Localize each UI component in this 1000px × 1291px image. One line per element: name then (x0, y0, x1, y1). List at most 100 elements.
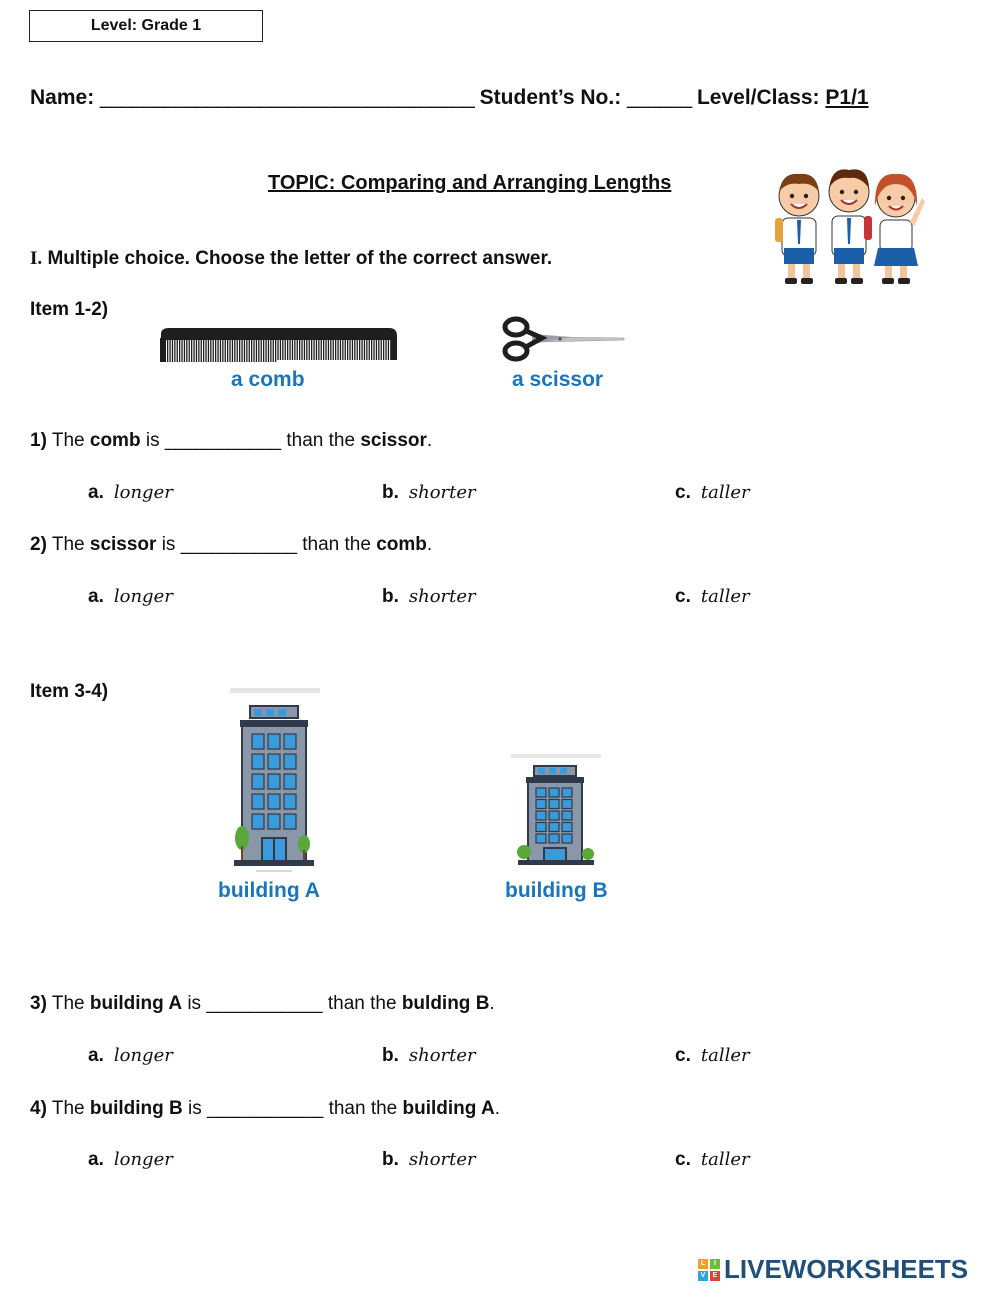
student-info-line: Name: __________________________________… (30, 86, 869, 110)
question-4-period: . (494, 1098, 500, 1119)
option-letter: b. (382, 1045, 399, 1066)
logo-letter-i: I (710, 1258, 720, 1269)
question-2: 2) The scissor is ___________ than the c… (30, 534, 432, 556)
option-letter: a. (88, 1045, 104, 1066)
option-word: longer (113, 586, 173, 607)
section-numeral: I. (30, 248, 43, 269)
name-blank[interactable]: ___________________________________ (100, 86, 475, 109)
option-word: taller (700, 586, 750, 607)
option-word: longer (113, 1149, 173, 1170)
question-2-period: . (426, 534, 433, 555)
question-1-text: is (145, 430, 160, 451)
question-1: 1) The comb is ___________ than the scis… (30, 430, 432, 452)
question-4-subject: building B (89, 1098, 183, 1119)
item-1-2-label: Item 1-2) (30, 299, 109, 320)
question-2-text: is (161, 534, 176, 555)
scissor-image (502, 316, 625, 362)
building-b-windows (535, 787, 573, 844)
logo-letter-e: E (710, 1270, 720, 1281)
question-3-text: The (51, 993, 85, 1014)
question-2-subject: scissor (89, 534, 157, 555)
level-box: Level: Grade 1 (29, 10, 263, 42)
question-4-text: The (51, 1098, 85, 1119)
q1-option-a[interactable]: a. longer (88, 482, 173, 504)
question-4-answer-blank[interactable]: ___________ (207, 1098, 324, 1119)
q3-option-c[interactable]: c. taller (675, 1045, 750, 1067)
option-word: shorter (408, 1149, 476, 1170)
q4-option-a[interactable]: a.longer (88, 1149, 173, 1171)
question-1-subject: comb (89, 430, 141, 451)
option-word: taller (700, 1149, 750, 1170)
question-1-period: . (426, 430, 433, 451)
q3-option-a[interactable]: a. longer (88, 1045, 173, 1067)
q2-option-b[interactable]: b.shorter (382, 586, 476, 608)
option-word: longer (113, 1045, 173, 1066)
question-3: 3) The building A is ___________ than th… (30, 993, 495, 1015)
q3-option-b[interactable]: b. shorter (382, 1045, 476, 1067)
building-b-image (511, 754, 601, 865)
option-letter: b. (382, 1149, 399, 1170)
option-word: shorter (408, 586, 476, 607)
section-instruction: Multiple choice. Choose the letter of th… (47, 248, 553, 269)
question-1-text: than the (286, 430, 356, 451)
question-3-subject: building A (89, 993, 183, 1014)
q2-option-c[interactable]: c.taller (675, 586, 750, 608)
question-3-text: is (187, 993, 202, 1014)
option-word: shorter (408, 1045, 476, 1066)
q1-option-c[interactable]: c. taller (675, 482, 750, 504)
q2-option-a[interactable]: a.longer (88, 586, 173, 608)
option-word: longer (113, 482, 173, 503)
question-1-text: The (51, 430, 85, 451)
student-no-blank[interactable]: ______ (627, 86, 692, 109)
item-3-4-label: Item 3-4) (30, 681, 109, 702)
comb-teeth (167, 338, 392, 362)
question-4-text: than the (328, 1098, 398, 1119)
option-word: taller (700, 482, 750, 503)
option-letter: c. (675, 1149, 691, 1170)
option-letter: c. (675, 1045, 691, 1066)
question-3-number: 3) (30, 993, 47, 1014)
question-2-number: 2) (30, 534, 47, 555)
option-word: shorter (408, 482, 476, 503)
liveworksheets-logo: L I V E LIVEWORKSHEETS (698, 1254, 968, 1285)
question-1-object: scissor (360, 430, 427, 451)
building-a-caption: building A (218, 879, 320, 902)
question-4-text: is (188, 1098, 202, 1119)
logo-letter-v: V (698, 1270, 708, 1281)
liveworksheets-wordmark: LIVEWORKSHEETS (724, 1254, 969, 1284)
class-value: P1/1 (825, 86, 869, 109)
q1-option-b[interactable]: b. shorter (382, 482, 476, 504)
building-a-windows (251, 733, 297, 830)
question-3-object: bulding B (401, 993, 490, 1014)
question-2-text: than the (302, 534, 371, 555)
name-label: Name: (30, 86, 95, 109)
question-1-number: 1) (30, 430, 47, 451)
question-3-answer-blank[interactable]: ___________ (206, 993, 323, 1014)
question-2-object: comb (376, 534, 427, 555)
question-2-text: The (51, 534, 85, 555)
student-no-label: Student’s No.: (479, 86, 622, 109)
q4-option-b[interactable]: b. shorter (382, 1149, 476, 1171)
q4-option-c[interactable]: c. taller (675, 1149, 750, 1171)
class-label: Level/Class: (696, 86, 820, 109)
option-letter: a. (88, 482, 104, 503)
option-word: taller (700, 1045, 750, 1066)
question-4: 4) The building B is ___________ than th… (30, 1098, 500, 1120)
question-4-object: building A (402, 1098, 495, 1119)
building-a-image (230, 688, 320, 872)
option-letter: b. (382, 482, 399, 503)
option-letter: c. (675, 482, 691, 503)
question-3-text: than the (327, 993, 397, 1014)
question-2-answer-blank[interactable]: ___________ (180, 534, 297, 555)
students-illustration (775, 169, 925, 284)
student-2-figure (828, 169, 872, 284)
comb-image (160, 328, 397, 362)
section-heading: I. Multiple choice. Choose the letter of… (30, 248, 552, 270)
question-3-period: . (489, 993, 495, 1014)
topic-title: TOPIC: Comparing and Arranging Lengths (268, 172, 672, 194)
liveworksheets-logo-icon: L I V E (698, 1258, 720, 1281)
student-3-figure (874, 173, 925, 284)
question-4-number: 4) (30, 1098, 47, 1119)
comb-caption: a comb (231, 368, 305, 391)
question-1-answer-blank[interactable]: ___________ (164, 430, 282, 451)
